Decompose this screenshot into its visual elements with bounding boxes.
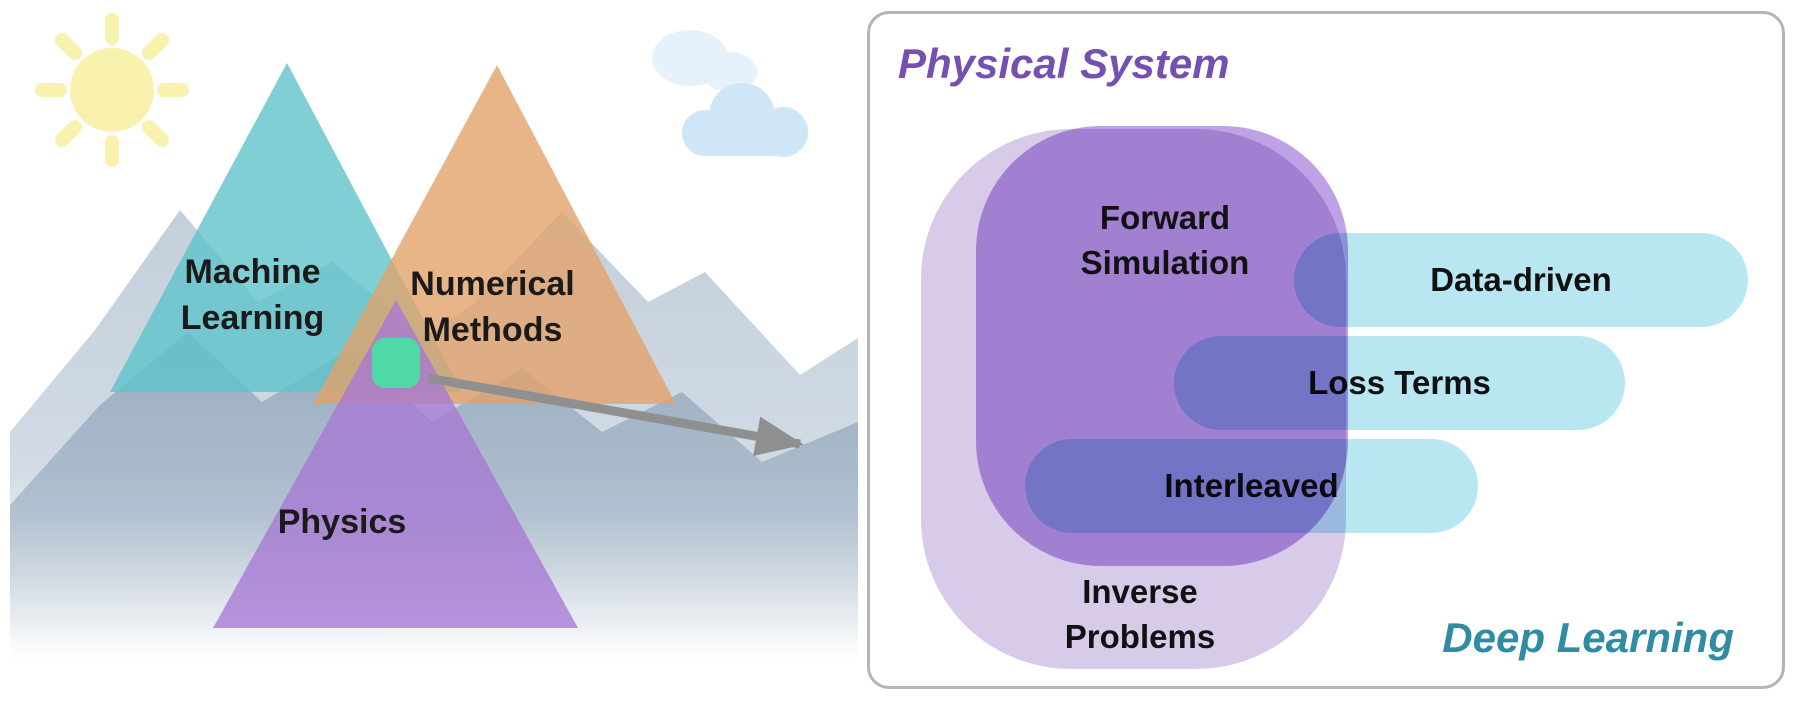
panel-title-physical-system: Physical System [898,40,1230,87]
detail-panel: Physical System Data-driven Loss Terms I… [867,11,1785,689]
pill-interleaved-label: Interleaved [1164,467,1339,504]
zoom-arrow [427,373,804,457]
label-forward-simulation: Forward Simulation [1080,199,1250,281]
pill-loss-terms: Loss Terms [1174,336,1625,430]
left-scene [10,13,858,660]
triangle-physics [213,300,578,628]
intersection-marker [372,338,420,388]
sun-icon [35,13,189,167]
pill-data-driven-label: Data-driven [1430,261,1612,298]
pill-interleaved: Interleaved [1025,439,1478,533]
label-inverse-problems: Inverse Problems [1064,573,1216,655]
pill-loss-terms-label: Loss Terms [1308,364,1491,401]
cloud-icon [652,30,808,157]
panel-footer-deep-learning: Deep Learning [1442,614,1734,661]
pill-data-driven: Data-driven [1294,233,1748,327]
